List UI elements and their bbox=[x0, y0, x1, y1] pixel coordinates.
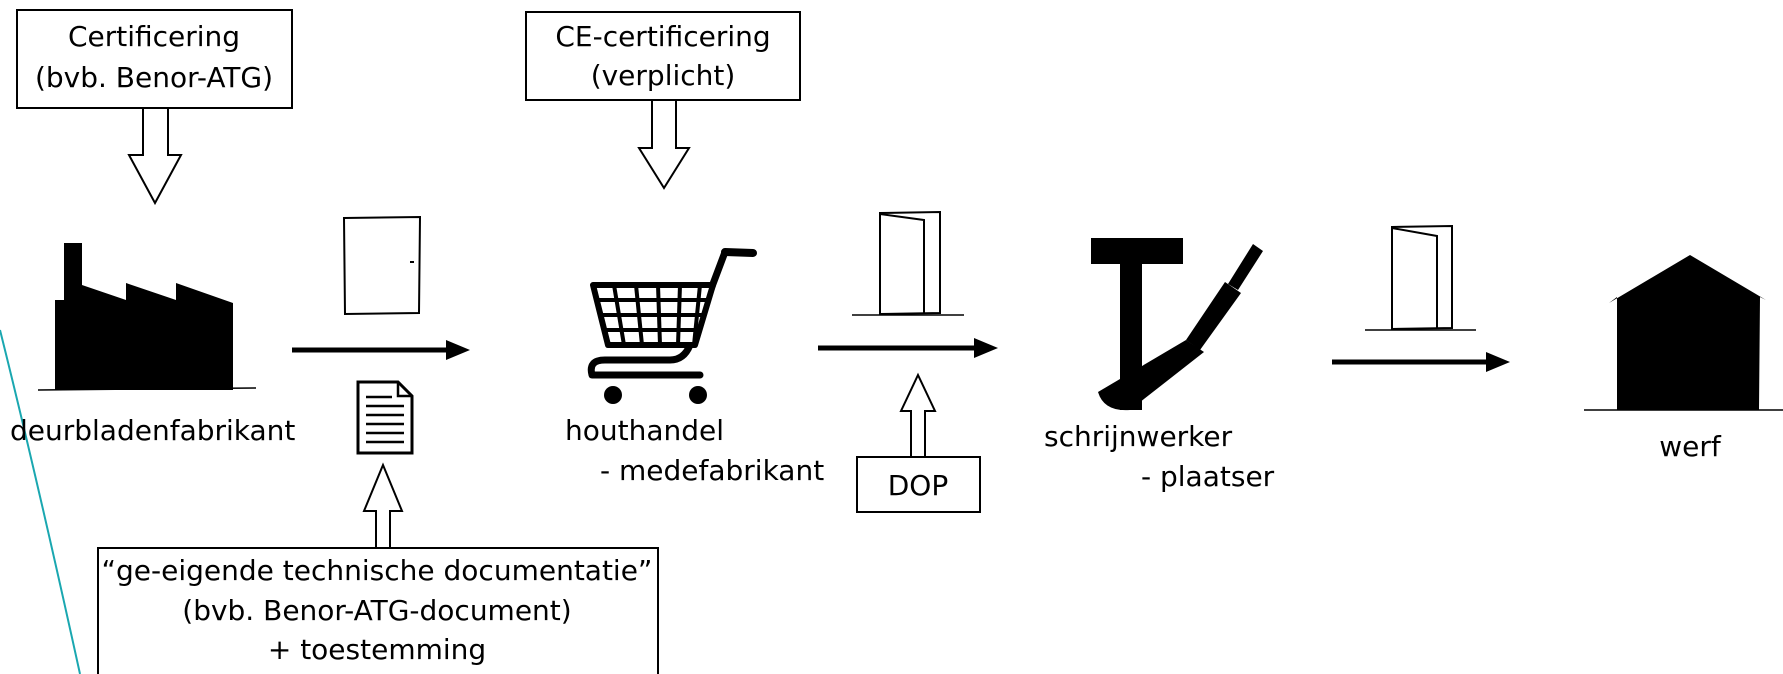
certificering-subtitle: (bvb. Benor-ATG) bbox=[35, 61, 273, 94]
certificering-title: Certificering bbox=[68, 20, 240, 53]
decorative-curve bbox=[0, 329, 81, 674]
hollow-arrow-down-icon bbox=[637, 99, 691, 190]
houthandel-sublabel: - medefabrikant bbox=[600, 454, 824, 487]
ce-subtitle: (verplicht) bbox=[591, 59, 736, 92]
ce-title: CE-certificering bbox=[555, 20, 770, 53]
documentatie-line2: (bvb. Benor-ATG-document) bbox=[182, 594, 571, 627]
arrow-right-icon bbox=[292, 340, 470, 360]
documentatie-box: “ge-eigende technische documentatie” (bv… bbox=[97, 547, 659, 674]
dop-label: DOP bbox=[888, 469, 948, 502]
document-icon bbox=[356, 380, 414, 455]
door-icon bbox=[852, 210, 964, 316]
documentatie-line3: + toestemming bbox=[268, 633, 486, 666]
ce-certificering-box: CE-certificering (verplicht) bbox=[525, 11, 801, 101]
door-icon bbox=[1365, 224, 1476, 331]
dop-box: DOP bbox=[856, 456, 981, 513]
documentatie-line1: “ge-eigende technische documentatie” bbox=[102, 554, 653, 587]
house-icon bbox=[1584, 255, 1783, 411]
schrijnwerker-label: schrijnwerker bbox=[1044, 420, 1233, 453]
werf-label: werf bbox=[1659, 430, 1722, 463]
hollow-arrow-up-icon bbox=[362, 462, 404, 549]
arrow-right-icon bbox=[1332, 352, 1510, 372]
fabrikant-label: deurbladenfabrikant bbox=[10, 414, 295, 447]
shopping-cart-icon bbox=[587, 248, 757, 404]
door-icon bbox=[342, 215, 422, 316]
houthandel-label: houthandel bbox=[565, 414, 724, 447]
factory-icon bbox=[37, 243, 257, 391]
arrow-right-icon bbox=[818, 338, 998, 358]
hammer-screwdriver-icon bbox=[1091, 238, 1263, 411]
schrijnwerker-sublabel: - plaatser bbox=[1141, 460, 1275, 493]
hollow-arrow-down-icon bbox=[127, 107, 183, 206]
hollow-arrow-up-icon bbox=[899, 372, 937, 458]
certificering-box: Certificering (bvb. Benor-ATG) bbox=[16, 9, 293, 109]
